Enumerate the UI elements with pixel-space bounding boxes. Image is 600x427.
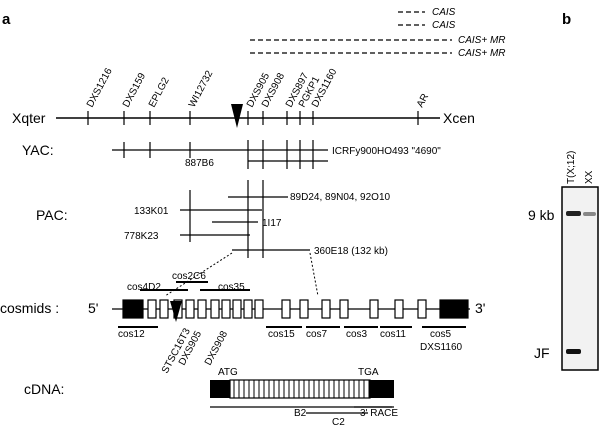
cdna-clones bbox=[210, 406, 394, 414]
exon-box-3 bbox=[159, 299, 169, 319]
pac-clone-360e18-label: 360E18 (132 kb) bbox=[314, 246, 388, 257]
exon-box-19 bbox=[439, 299, 469, 319]
southern-blot bbox=[561, 186, 599, 371]
cosmid-cos15-label: cos15 bbox=[268, 329, 295, 340]
exon-box-17 bbox=[394, 299, 404, 319]
exon-box-6 bbox=[197, 299, 207, 319]
marker-dxs1216: DXS1216 bbox=[85, 66, 115, 109]
cdna-clone-b2-label: B2 bbox=[294, 408, 307, 419]
cdna-3utr bbox=[370, 380, 394, 398]
exon-box-2 bbox=[147, 299, 157, 319]
exon-box-5 bbox=[185, 299, 195, 319]
zoom-lines bbox=[164, 252, 319, 297]
lane-label-tx12: T(X;12) bbox=[566, 151, 577, 184]
pac-row-label: PAC: bbox=[36, 207, 68, 223]
exon-box-1 bbox=[122, 299, 144, 319]
cdna-5utr bbox=[210, 380, 230, 398]
cosmid-marker-dxs1160: DXS1160 bbox=[420, 342, 463, 353]
phenotype-label-2: CAIS bbox=[432, 20, 456, 31]
size-label-9kb: 9 kb bbox=[528, 207, 555, 223]
xcen-label: Xcen bbox=[443, 110, 475, 126]
cosmid-cos35-label: cos35 bbox=[218, 282, 245, 293]
pac-clone-1i17-label: 1I17 bbox=[262, 218, 282, 229]
chromosome-ticks bbox=[87, 111, 419, 125]
panel-a-label: a bbox=[2, 11, 11, 28]
cosmid-cos11-label: cos11 bbox=[380, 329, 406, 340]
marker-eplg2: EPLG2 bbox=[147, 75, 172, 109]
cdna-coding-stripes bbox=[233, 380, 370, 398]
exon-box-12 bbox=[281, 299, 291, 319]
cosmid-cos4d2-label: cos4D2 bbox=[127, 282, 161, 293]
cosmid-marker-dxs908: DXS908 bbox=[203, 329, 230, 367]
cosmid-cos7-label: cos7 bbox=[306, 329, 328, 340]
yac-clone-887b6-label: 887B6 bbox=[185, 158, 214, 169]
cdna-row-label: cDNA: bbox=[24, 381, 64, 397]
exon-boxes bbox=[122, 299, 469, 319]
marker-dxs159: DXS159 bbox=[121, 71, 148, 109]
exon-box-13 bbox=[299, 299, 309, 319]
exon-box-18 bbox=[417, 299, 427, 319]
pac-clone-133k01-label: 133K01 bbox=[134, 206, 169, 217]
cosmids-row-label: cosmids : bbox=[0, 300, 59, 316]
cosmid-clone-bars bbox=[118, 281, 466, 328]
phenotype-legend bbox=[250, 11, 452, 54]
phenotype-label-1: CAIS bbox=[432, 7, 456, 18]
yac-row-label: YAC: bbox=[22, 142, 54, 158]
cosmid-cos12-label: cos12 bbox=[118, 329, 145, 340]
yac-clones bbox=[112, 140, 328, 169]
cosmid-cos2c6-label: cos2C6 bbox=[172, 271, 206, 282]
exon-box-10 bbox=[243, 299, 253, 319]
junction-label-jf: JF bbox=[534, 345, 550, 361]
exon-box-11 bbox=[254, 299, 264, 319]
xqter-label: Xqter bbox=[12, 110, 46, 126]
pac-clones bbox=[180, 180, 310, 258]
pac-clone-89d24-label: 89D24, 89N04, 92O10 bbox=[290, 192, 391, 203]
phenotype-label-3: CAIS+ MR bbox=[458, 35, 506, 46]
exon-box-7 bbox=[210, 299, 220, 319]
cdna-start-codon: ATG bbox=[218, 367, 238, 378]
cdna-clone-c2-label: C2 bbox=[332, 417, 345, 427]
yac-clone-4690-label: ICRFy900HO493 "4690" bbox=[332, 146, 441, 157]
cosmids-three-prime: 3' bbox=[475, 300, 485, 316]
blot-band-9kb-lane2 bbox=[583, 212, 596, 216]
lane-label-xx: XX bbox=[584, 170, 595, 184]
cosmid-cos5-label: cos5 bbox=[430, 329, 452, 340]
exon-box-14 bbox=[321, 299, 331, 319]
cosmid-cos3-label: cos3 bbox=[346, 329, 368, 340]
phenotype-label-4: CAIS+ MR bbox=[458, 48, 506, 59]
exon-box-15 bbox=[339, 299, 349, 319]
marker-ar: AR bbox=[415, 92, 431, 109]
cosmids-five-prime: 5' bbox=[88, 300, 98, 316]
exon-box-8 bbox=[221, 299, 231, 319]
cosmid-breakpoint-arrowhead bbox=[170, 301, 182, 322]
exon-box-16 bbox=[369, 299, 379, 319]
blot-band-9kb-lane1 bbox=[566, 211, 581, 216]
exon-box-9 bbox=[232, 299, 242, 319]
cdna-clone-3race-label: 3' RACE bbox=[360, 408, 398, 419]
breakpoint-arrowhead bbox=[231, 104, 243, 128]
pac-clone-778k23-label: 778K23 bbox=[124, 231, 159, 242]
cdna-stop-codon: TGA bbox=[358, 367, 379, 378]
panel-b-label: b bbox=[562, 11, 571, 28]
marker-wi12732: WI12732 bbox=[187, 69, 216, 110]
blot-band-jf-lane1 bbox=[566, 349, 581, 354]
